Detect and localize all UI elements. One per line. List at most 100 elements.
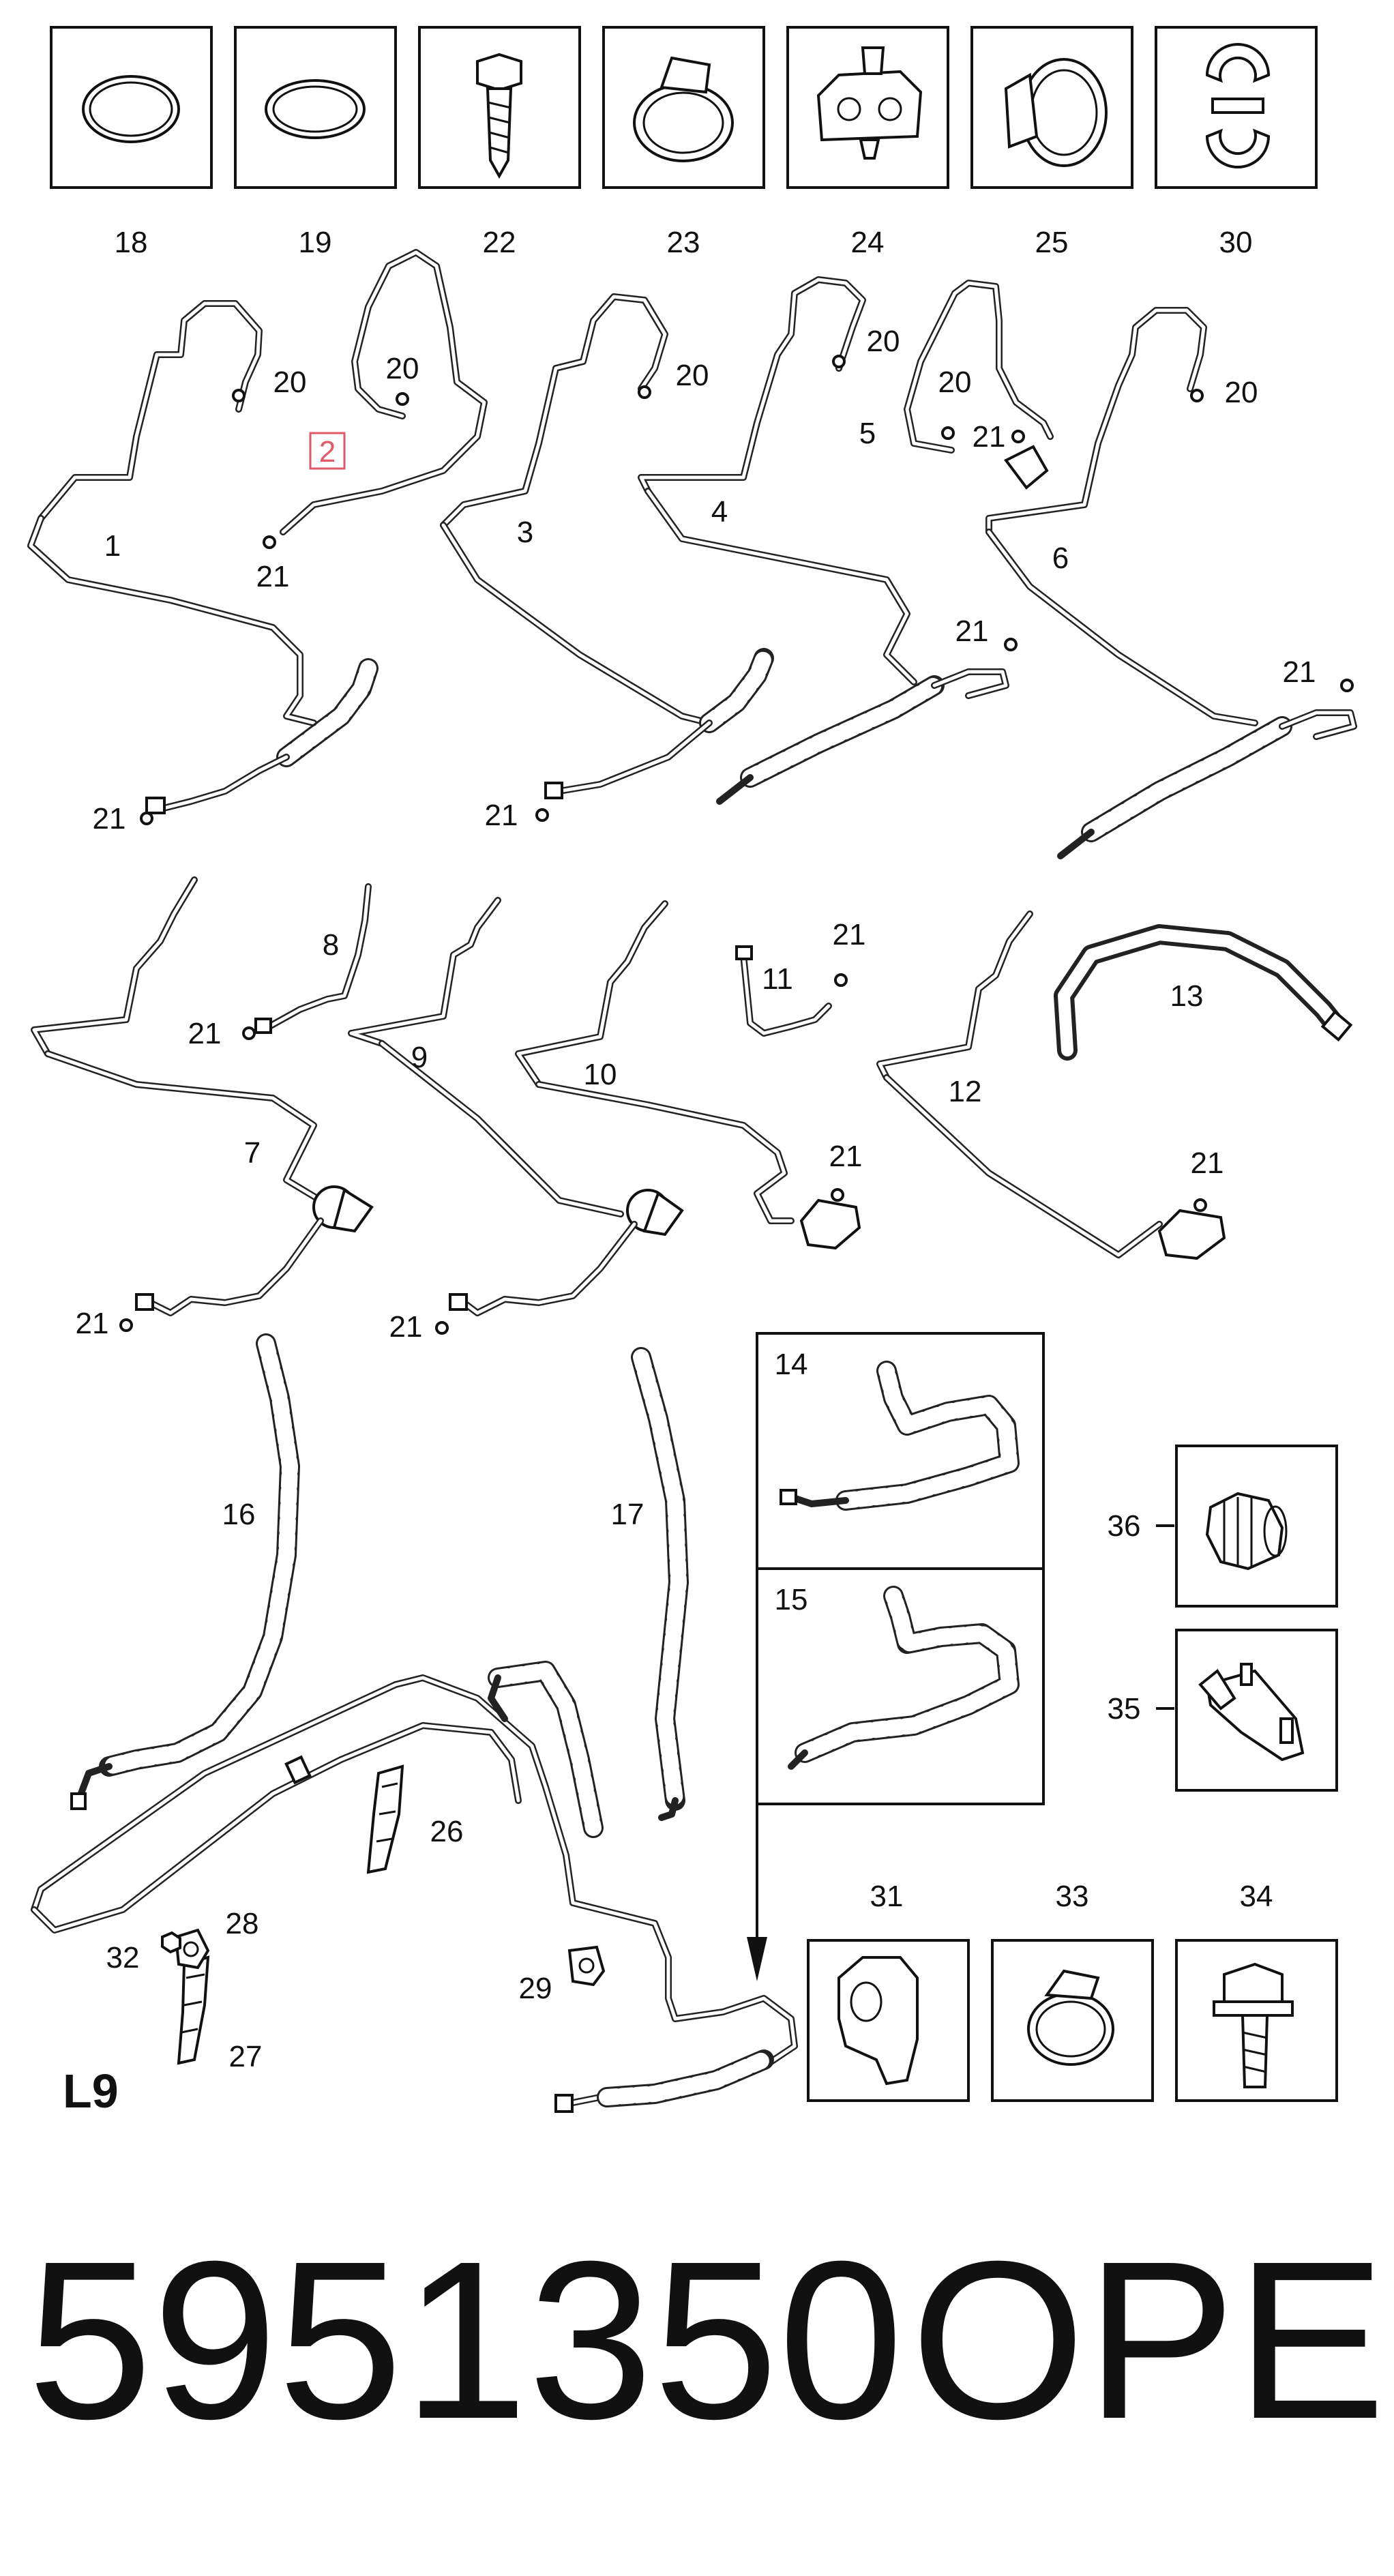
arrow-head-icon [747, 1937, 767, 1981]
o-ring-icon [1011, 430, 1025, 443]
callout-8: 8 [323, 928, 339, 962]
hose-12[interactable]: 12 [876, 911, 1226, 1260]
callout-17: 17 [611, 1498, 644, 1531]
top-part-box-22[interactable]: 22 [418, 26, 581, 259]
nut-32[interactable]: 32 [106, 1931, 181, 1974]
part-label-18: 18 [115, 226, 148, 259]
o-ring-icon [435, 1321, 449, 1335]
hose-4[interactable]: 4 [638, 276, 1009, 805]
clip-29[interactable]: 29 [519, 1945, 606, 2005]
side-part-31[interactable]: 31 [807, 1880, 970, 2102]
callout-10: 10 [584, 1058, 617, 1091]
o-ring-icon [242, 1026, 256, 1040]
hose-16[interactable]: 16 [70, 1333, 300, 1810]
hose-3[interactable]: 3 [440, 293, 774, 799]
callout-12: 12 [949, 1075, 982, 1108]
side-part-35[interactable]: 35 [1108, 1629, 1338, 1792]
brand-name: OPEL [910, 2214, 1394, 2466]
callout-13: 13 [1170, 979, 1204, 1013]
callout-14: 14 [775, 1348, 808, 1381]
callout-29: 29 [519, 1972, 552, 2005]
side-part-label-31: 31 [870, 1880, 904, 1913]
callout-6: 6 [1052, 542, 1069, 575]
callout-15: 15 [775, 1583, 808, 1616]
callout-21-hose-7: 21 [76, 1307, 109, 1340]
callout-9: 9 [411, 1041, 428, 1074]
part-label-23: 23 [667, 226, 700, 259]
callout-16: 16 [222, 1498, 256, 1531]
part-label-25: 25 [1035, 226, 1069, 259]
callout-21-hose-5: 21 [973, 420, 1006, 454]
hose-2[interactable]: 2 [280, 249, 488, 535]
side-part-36[interactable]: 36 [1108, 1445, 1338, 1608]
part-label-19: 19 [299, 226, 332, 259]
callout-21-hose-1b: 21 [93, 802, 126, 835]
o-ring-icon [834, 973, 848, 987]
hose-5[interactable]: 5 [859, 280, 1054, 490]
hose-9[interactable]: 9 [348, 897, 684, 1316]
o-ring-icon [535, 808, 549, 822]
top-part-box-18[interactable]: 18 [50, 26, 213, 259]
side-part-label-33: 33 [1056, 1880, 1089, 1913]
callout-21-hose-8: 21 [188, 1017, 222, 1050]
callout-26: 26 [430, 1815, 464, 1848]
hose-7[interactable]: 7 [31, 876, 374, 1316]
callout-20-hose-5: 20 [938, 366, 972, 399]
callout-2: 2 [319, 435, 336, 469]
side-part-33[interactable]: 33 [991, 1880, 1154, 2102]
hose-13[interactable]: 13 [1054, 924, 1353, 1061]
callout-27: 27 [229, 2040, 263, 2073]
bracket-27[interactable]: 27 [177, 1955, 263, 2073]
hose-6[interactable]: 6 [985, 307, 1357, 859]
hose-14-box[interactable]: 14 [756, 1332, 1045, 1570]
callout-20-hose-4: 20 [867, 325, 900, 358]
o-ring-icon [1193, 1198, 1207, 1212]
hose-15-box[interactable]: 15 [756, 1567, 1045, 1805]
o-ring-icon [638, 385, 651, 399]
side-part-label-34: 34 [1240, 1880, 1273, 1913]
side-part-label-36: 36 [1108, 1509, 1141, 1543]
callout-21-hose-11: 21 [833, 918, 866, 951]
callout-7: 7 [244, 1136, 261, 1170]
clip-28[interactable]: 28 [174, 1907, 258, 1970]
assembly-l9-lines[interactable] [31, 1661, 798, 2113]
o-ring-icon [831, 1188, 844, 1202]
callout-32: 32 [106, 1941, 140, 1974]
callout-21-hose-3: 21 [485, 799, 518, 832]
bracket-26[interactable]: 26 [366, 1764, 464, 1874]
top-part-box-23[interactable]: 23 [602, 26, 765, 259]
callout-21-hose-6: 21 [1283, 655, 1316, 689]
o-ring-icon [1340, 679, 1354, 692]
top-part-box-19[interactable]: 19 [234, 26, 397, 259]
part-label-22: 22 [483, 226, 516, 259]
callout-20-hose-6: 20 [1225, 376, 1258, 409]
section-label: L9 [63, 2064, 119, 2118]
top-part-box-25[interactable]: 25 [970, 26, 1133, 259]
o-ring-icon [832, 355, 846, 368]
callout-21-hose-1a: 21 [256, 560, 290, 593]
o-ring-icon [1190, 389, 1204, 402]
callout-20-hose-2: 20 [386, 352, 419, 385]
hose-11[interactable]: 11 [735, 945, 832, 1037]
top-part-box-24[interactable]: 24 [786, 26, 949, 259]
callout-21-hose-4: 21 [955, 615, 989, 648]
callout-3: 3 [517, 516, 533, 549]
o-ring-icon [263, 535, 276, 549]
hose-1[interactable]: 1 [27, 300, 379, 814]
hose-17[interactable]: 17 [611, 1347, 689, 1821]
top-part-box-30[interactable]: 30 [1155, 26, 1318, 259]
callout-21-hose-12: 21 [1191, 1146, 1224, 1180]
hose-10[interactable]: 10 [515, 900, 861, 1250]
side-part-34[interactable]: 34 [1175, 1880, 1338, 2102]
part-number: 5951350 [27, 2214, 904, 2466]
callout-4: 4 [711, 495, 728, 529]
callout-20-hose-1: 20 [273, 366, 307, 399]
callout-21-hose-9: 21 [389, 1310, 423, 1344]
o-ring-icon [232, 389, 246, 402]
hose-8[interactable]: 8 [254, 883, 372, 1034]
o-ring-icon [1004, 638, 1018, 651]
o-ring-icon [396, 392, 409, 406]
o-ring-icon [140, 812, 153, 825]
callout-21-hose-10: 21 [829, 1140, 863, 1173]
